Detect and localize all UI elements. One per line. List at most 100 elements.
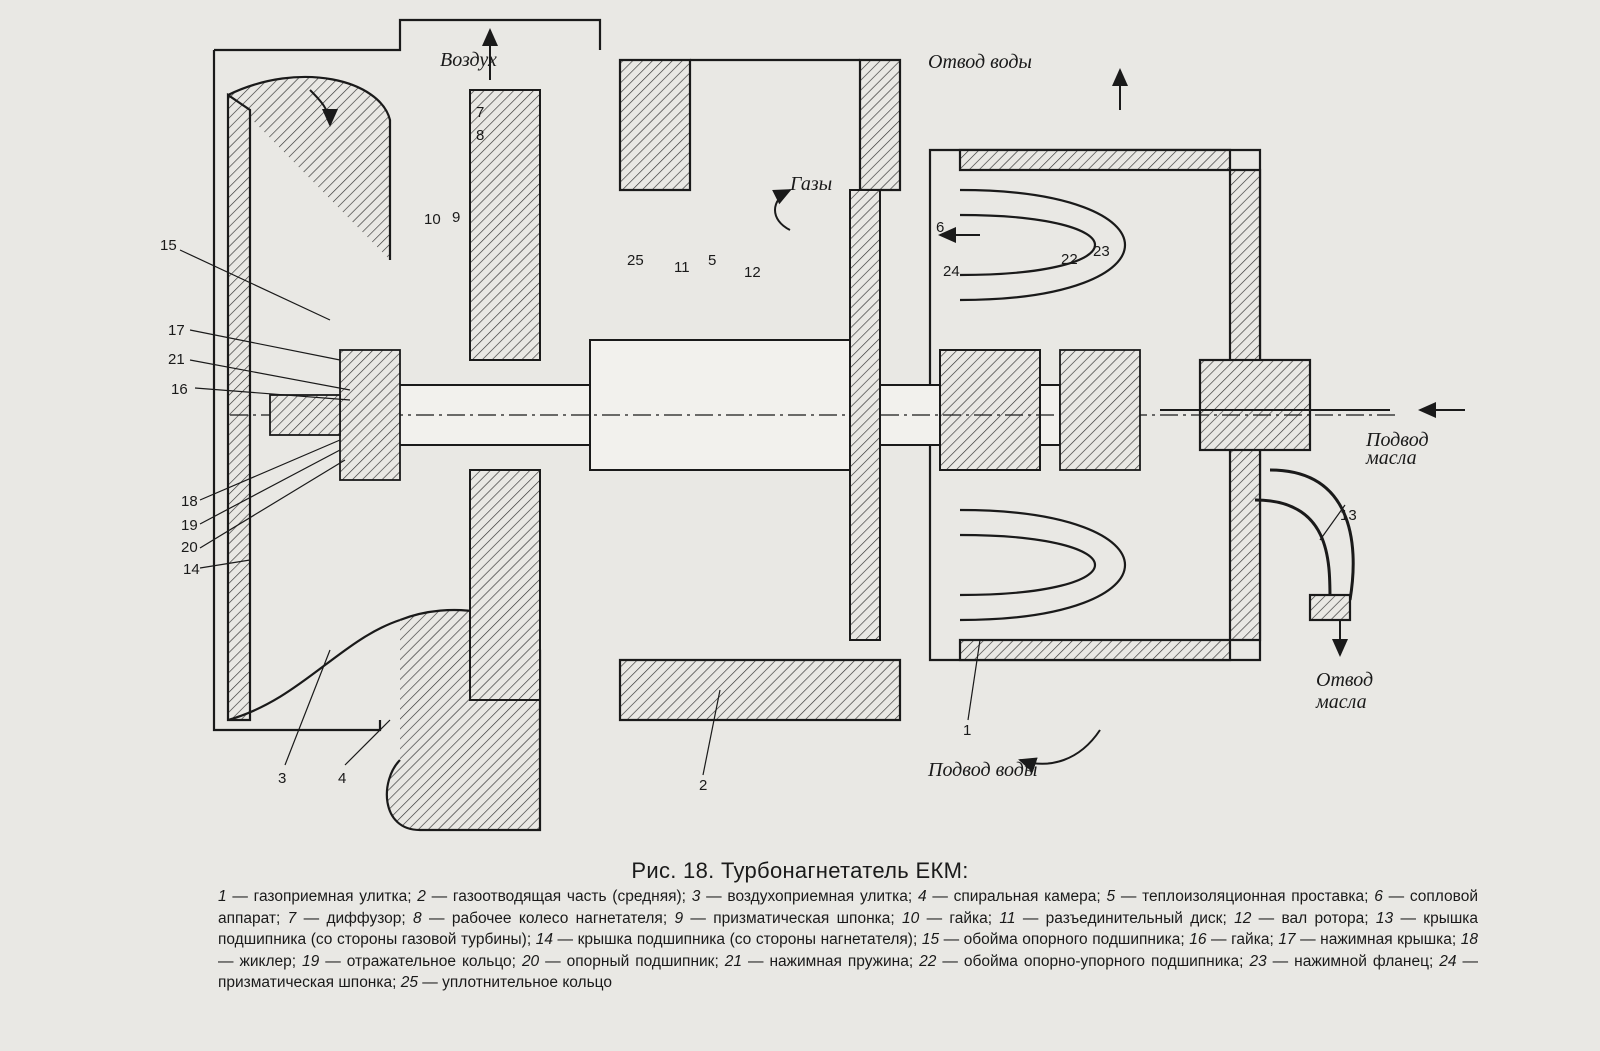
callout-15: 15: [160, 237, 177, 254]
callout-24: 24: [943, 263, 960, 280]
label-gases: Газы: [789, 173, 832, 195]
legend-item-text: — опорный подшипник;: [539, 952, 725, 970]
figure-legend: 1 — газоприемная улитка; 2 — газоотводящ…: [218, 886, 1478, 994]
legend-item-text: — уплотнительное кольцо: [417, 974, 612, 991]
legend-item-number: 2: [417, 888, 426, 905]
legend-item-number: 4: [917, 888, 927, 905]
callout-19: 19: [181, 517, 198, 534]
legend-item-number: 1: [218, 888, 227, 905]
callout-10: 10: [424, 211, 441, 228]
callout-20: 20: [181, 539, 198, 556]
legend-item-number: 22: [919, 952, 937, 970]
callout-4: 4: [338, 770, 346, 787]
label-oil-in-2: масла: [1365, 447, 1417, 469]
bearing-right: [1059, 349, 1141, 471]
callout-13: 13: [1340, 507, 1357, 524]
legend-item-11: 11 — разъединительный диск;: [999, 910, 1234, 927]
callout-5: 5: [708, 252, 716, 269]
legend-item-number: 11: [999, 909, 1016, 927]
legend-item-23: 23 — нажимной фланец;: [1249, 953, 1439, 970]
legend-item-19: 19 — отражательное кольцо;: [302, 953, 522, 970]
legend-item-text: — призматическая шпонка;: [683, 909, 903, 927]
legend-item-number: 13: [1375, 909, 1394, 927]
legend-item-text: — жиклер;: [218, 952, 303, 970]
legend-item-7: 7 — диффузор;: [288, 910, 413, 927]
rotor-shaft: [230, 339, 1400, 471]
legend-item-text: — воздухоприемная улитка;: [700, 888, 918, 905]
legend-item-number: 8: [413, 909, 422, 927]
legend-item-10: 10 — гайка;: [902, 910, 999, 927]
callout-25: 25: [627, 252, 644, 269]
label-water-in: Подвод воды: [927, 759, 1037, 781]
callout-numbers: 1 2 3 4 5 6 7 8 9 10 11 12 13 14 15 16 1…: [160, 104, 1357, 794]
legend-item-number: 15: [921, 931, 940, 948]
legend-item-text: — крышка подшипника (со стороны нагнетат…: [552, 931, 922, 948]
legend-item-12: 12 — вал ротора;: [1234, 910, 1376, 927]
callout-1: 1: [963, 722, 971, 739]
callout-6: 6: [936, 219, 944, 236]
legend-item-text: — крышка подшипника (со стороны газовой …: [218, 909, 1479, 949]
legend-item-6: 6 — сопловой аппарат;: [218, 888, 1478, 927]
legend-item-8: 8 — рабочее колесо нагнетателя;: [413, 910, 674, 927]
callout-17: 17: [168, 322, 185, 339]
bearing-left: [269, 349, 401, 481]
legend-item-text: — гайка;: [1206, 931, 1279, 948]
legend-item-text: — обойма опорно-упорного подшипника;: [936, 952, 1250, 970]
legend-item-number: 9: [674, 909, 684, 927]
legend-item-text: — рабочее колесо нагнетателя;: [421, 909, 675, 927]
legend-item-number: 24: [1439, 952, 1457, 970]
callout-9: 9: [452, 209, 460, 226]
legend-item-text: — призматическая шпонка;: [218, 952, 1478, 992]
legend-item-2: 2 — газоотводящая часть (средняя);: [417, 888, 691, 905]
legend-item-15: 15 — обойма опорного подшипника;: [922, 931, 1189, 948]
legend-item-text: — сопловой аппарат;: [218, 888, 1478, 927]
legend-item-number: 12: [1234, 909, 1252, 927]
legend-item-25: 25 — уплотнительное кольцо: [401, 974, 612, 991]
label-air: Воздух: [440, 49, 497, 71]
compressor-wheel: [469, 89, 541, 701]
legend-item-text: — спиральная камера;: [926, 888, 1107, 905]
legend-item-1: 1 — газоприемная улитка;: [218, 888, 417, 905]
outer-housing: [212, 18, 1390, 832]
legend-item-number: 18: [1460, 931, 1478, 948]
legend-item-24: 24 — призматическая шпонка;: [218, 953, 1478, 992]
legend-item-number: 17: [1278, 931, 1296, 948]
label-oil-out-2: масла: [1315, 691, 1367, 713]
label-oil-in-1: Подвод: [1365, 429, 1429, 451]
legend-item-number: 25: [400, 974, 418, 991]
legend-item-18: 18 — жиклер;: [218, 931, 1478, 970]
legend-item-13: 13 — крышка подшипника (со стороны газов…: [218, 910, 1478, 949]
callout-8: 8: [476, 127, 484, 144]
callout-11: 11: [674, 259, 690, 276]
legend-item-number: 21: [724, 952, 742, 970]
legend-item-number: 14: [535, 931, 553, 948]
turbocharger-drawing: Воздух Газы Отвод воды Подвод воды Подво…: [160, 18, 1465, 832]
legend-item-number: 5: [1106, 888, 1116, 905]
legend-item-text: — вал ротора;: [1251, 909, 1376, 927]
callout-23: 23: [1093, 243, 1110, 260]
legend-item-text: — нажимной фланец;: [1266, 952, 1440, 970]
legend-item-text: — газоотводящая часть (средняя);: [425, 888, 692, 905]
legend-item-9: 9 — призматическая шпонка;: [674, 910, 902, 927]
legend-item-22: 22 — обойма опорно-упорного подшипника;: [919, 953, 1249, 970]
legend-item-5: 5 — теплоизоляционная проставка;: [1106, 888, 1374, 905]
legend-item-text: — нажимная крышка;: [1295, 931, 1461, 948]
legend-item-number: 7: [287, 909, 297, 927]
leader-lines: [179, 249, 1346, 776]
callout-12: 12: [744, 264, 761, 281]
legend-item-number: 3: [691, 888, 701, 905]
legend-item-number: 6: [1374, 888, 1383, 905]
legend-item-text: — газоприемная улитка;: [226, 888, 418, 905]
legend-item-text: — теплоизоляционная проставка;: [1115, 888, 1375, 905]
legend-item-14: 14 — крышка подшипника (со стороны нагне…: [536, 931, 922, 948]
legend-item-16: 16 — гайка;: [1189, 931, 1278, 948]
turbine-disk: [849, 189, 881, 641]
legend-item-number: 16: [1189, 931, 1207, 948]
label-water-out: Отвод воды: [928, 51, 1032, 73]
figure-caption: Рис. 18. Турбонагнетатель ЕКМ:: [631, 858, 969, 883]
callout-7: 7: [476, 104, 484, 121]
legend-item-text: — отражательное кольцо;: [319, 952, 522, 970]
legend-item-text: — гайка;: [919, 909, 1000, 927]
legend-item-4: 4 — спиральная камера;: [918, 888, 1106, 905]
callout-21: 21: [168, 351, 185, 368]
